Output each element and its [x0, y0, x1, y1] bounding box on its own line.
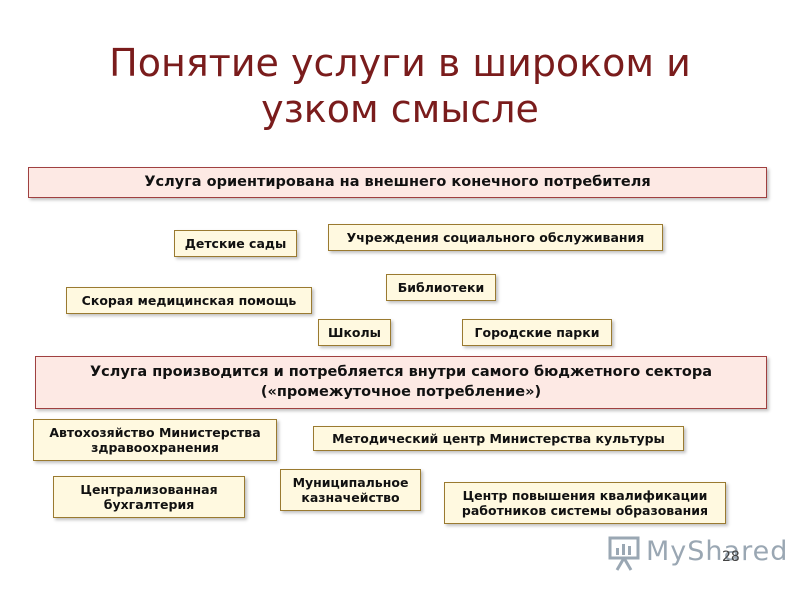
watermark-logo: MyShared	[606, 534, 787, 574]
section2-header-line1: Услуга производится и потребляется внутр…	[90, 364, 712, 380]
section2-header: Услуга производится и потребляется внутр…	[35, 356, 767, 409]
section1-header-text: Услуга ориентирована на внешнего конечно…	[144, 174, 651, 190]
item-kindergartens: Детские сады	[174, 230, 297, 257]
title-line-2: узком смысле	[261, 87, 539, 131]
item-central-accounting: Централизованная бухгалтерия	[53, 476, 245, 518]
section1-header: Услуга ориентирована на внешнего конечно…	[28, 167, 767, 198]
watermark-text: MyShared	[646, 536, 789, 567]
item-city-parks: Городские парки	[462, 319, 612, 346]
title-line-1: Понятие услуги в широком и	[109, 41, 691, 85]
presentation-board-icon	[608, 536, 640, 571]
item-social-services: Учреждения социального обслуживания	[328, 224, 663, 251]
section2-header-line2: («промежуточное потребление»)	[260, 384, 542, 400]
item-schools: Школы	[318, 319, 391, 346]
page-number: 28	[722, 549, 740, 565]
item-health-ministry-garage: Автохозяйство Министерства здравоохранен…	[33, 419, 277, 461]
item-training-center: Центр повышения квалификации работников …	[444, 482, 726, 524]
item-municipal-treasury: Муниципальное казначейство	[280, 469, 421, 511]
item-libraries: Библиотеки	[386, 274, 496, 301]
item-culture-method-center: Методический центр Министерства культуры	[313, 426, 684, 451]
item-ambulance: Скорая медицинская помощь	[66, 287, 312, 314]
slide-title: Понятие услуги в широком и узком смысле	[40, 40, 760, 132]
